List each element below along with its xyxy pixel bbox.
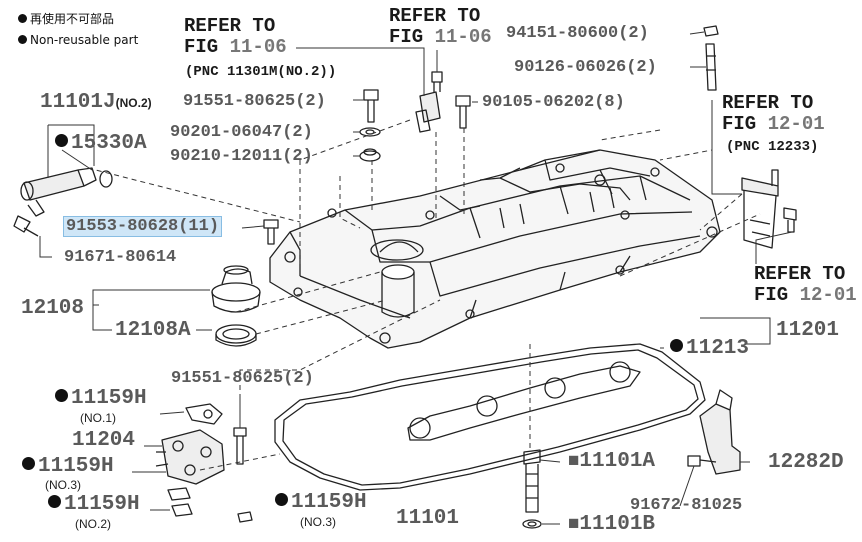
bullet-icon — [18, 35, 27, 44]
part-label-11159H-no3[interactable]: 11159H — [22, 456, 114, 477]
bolt-91553 — [263, 219, 279, 245]
cylinder-head-cover — [269, 149, 721, 349]
part-label-11204[interactable]: 11204 — [72, 429, 136, 452]
non-reusable-icon — [670, 338, 683, 352]
part-label-90105[interactable]: 90105-06202(8) — [482, 93, 625, 112]
part-label-91671[interactable]: 91671-80614 — [64, 248, 177, 267]
refer-to-fig-11-06-a[interactable]: REFER TO FIG 11-06 — [184, 17, 287, 57]
part-label-11159H-no3b[interactable]: 11159H — [275, 492, 367, 513]
bolt-11101A — [523, 449, 541, 513]
part-label-11101B[interactable]: ■11101B — [568, 513, 656, 536]
part-label-12282D[interactable]: 12282D — [768, 451, 844, 474]
fig-word: FIG — [754, 284, 789, 306]
oil-filler-cap — [211, 265, 261, 313]
washer-11101B — [522, 519, 542, 529]
non-reusable-icon — [275, 492, 288, 506]
part-label-11101[interactable]: 11101 — [396, 507, 460, 530]
gasket-11159H-no3b — [237, 511, 253, 523]
oil-control-valve — [20, 167, 113, 217]
part-number: 11159H — [291, 491, 367, 514]
part-number: 11159H — [38, 455, 114, 478]
qualifier-no2: (NO.2) — [75, 517, 111, 531]
washer-90201 — [359, 127, 381, 137]
fig-number: 11-06 — [434, 26, 492, 48]
bolt-91671 — [13, 215, 39, 237]
coil-bracket — [741, 169, 779, 249]
part-label-90201[interactable]: 90201-06047(2) — [170, 123, 313, 142]
gasket-11159H-no2 — [171, 503, 193, 517]
grommet-90210 — [359, 148, 381, 162]
refer-to-text: REFER TO — [184, 15, 276, 37]
fig-word: FIG — [184, 36, 219, 58]
refer-to-text: REFER TO — [389, 5, 481, 27]
part-label-91551-top[interactable]: 91551-80625(2) — [183, 92, 326, 111]
legend-text-jp: 再使用不可部品 — [30, 12, 115, 26]
legend-nonreusable-jp: 再使用不可部品 — [18, 10, 114, 27]
part-label-91553-highlighted[interactable]: 91553-80628(11) — [63, 216, 223, 237]
leader-lines — [39, 31, 793, 525]
part-number: 11159H — [71, 387, 147, 410]
legend-text-en: Non-reusable part — [30, 33, 139, 47]
stud-90126 — [705, 43, 717, 91]
part-label-15330A[interactable]: 15330A — [55, 133, 147, 154]
part-label-12108A[interactable]: 12108A — [115, 319, 191, 342]
bolt-91551-top — [363, 89, 379, 123]
part-label-12108[interactable]: 12108 — [21, 297, 85, 320]
part-label-90126[interactable]: 90126-06026(2) — [514, 58, 657, 77]
non-reusable-icon — [48, 494, 61, 508]
part-label-91551-mid[interactable]: 91551-80625(2) — [171, 369, 314, 388]
part-number: 11101J — [40, 91, 116, 114]
fig-number: 11-06 — [229, 36, 287, 58]
non-reusable-icon — [22, 456, 35, 470]
refer-to-fig-12-01-b[interactable]: REFER TO FIG 12-01 — [754, 265, 857, 305]
part-number: 15330A — [71, 132, 147, 155]
part-qualifier: (NO.2) — [115, 96, 152, 110]
part-label-11213[interactable]: 11213 — [670, 338, 749, 359]
refer-to-text: REFER TO — [754, 263, 846, 285]
qualifier-no3b: (NO.3) — [300, 515, 336, 529]
non-reusable-icon — [55, 133, 68, 147]
dashed-guides — [87, 110, 761, 471]
nut-94151 — [703, 25, 719, 37]
fig-word: FIG — [389, 26, 424, 48]
part-number: 11213 — [686, 337, 750, 360]
fig-number: 12-01 — [799, 284, 857, 306]
gasket-11159H-no1 — [185, 403, 223, 425]
refer-to-text: REFER TO — [722, 92, 814, 114]
pnc-12233: (PNC 12233) — [726, 139, 819, 155]
part-label-94151[interactable]: 94151-80600(2) — [506, 24, 649, 43]
part-label-11101J[interactable]: 11101J(NO.2) — [40, 92, 152, 113]
part-label-11201[interactable]: 11201 — [776, 319, 840, 342]
part-number: 11159H — [64, 493, 140, 516]
part-label-11159H-no1[interactable]: 11159H — [55, 388, 147, 409]
part-label-90210[interactable]: 90210-12011(2) — [170, 147, 313, 166]
bolt-bracket — [783, 207, 797, 233]
bolt-91551-mid — [233, 427, 247, 465]
part-label-11101A[interactable]: ■11101A — [568, 450, 656, 473]
bolt-91672 — [687, 455, 717, 467]
qualifier-no3: (NO.3) — [45, 478, 81, 492]
bracket-11204 — [155, 429, 225, 485]
plate-12282D — [699, 389, 741, 475]
bullet-icon — [18, 14, 27, 23]
part-number: 11101A — [579, 450, 656, 473]
part-label-11159H-no2[interactable]: 11159H — [48, 494, 140, 515]
refer-to-fig-11-06-b[interactable]: REFER TO FIG 11-06 — [389, 7, 492, 47]
pnc-11301m: (PNC 11301M(NO.2)) — [185, 64, 337, 80]
head-cover-gasket — [274, 343, 706, 491]
bolt-90105 — [455, 95, 471, 129]
fig-number: 12-01 — [767, 113, 825, 135]
part-label-91672[interactable]: 91672-81025 — [630, 496, 743, 515]
filler-cap-gasket — [215, 324, 257, 347]
legend-nonreusable-en: Non-reusable part — [18, 33, 138, 47]
part-number: 11101B — [579, 513, 656, 536]
refer-to-fig-12-01-a[interactable]: REFER TO FIG 12-01 — [722, 94, 825, 134]
non-reusable-icon — [55, 388, 68, 402]
cam-sensor — [415, 71, 443, 133]
fig-word: FIG — [722, 113, 757, 135]
gasket-11159H-no3 — [167, 487, 191, 501]
qualifier-no1: (NO.1) — [80, 411, 116, 425]
